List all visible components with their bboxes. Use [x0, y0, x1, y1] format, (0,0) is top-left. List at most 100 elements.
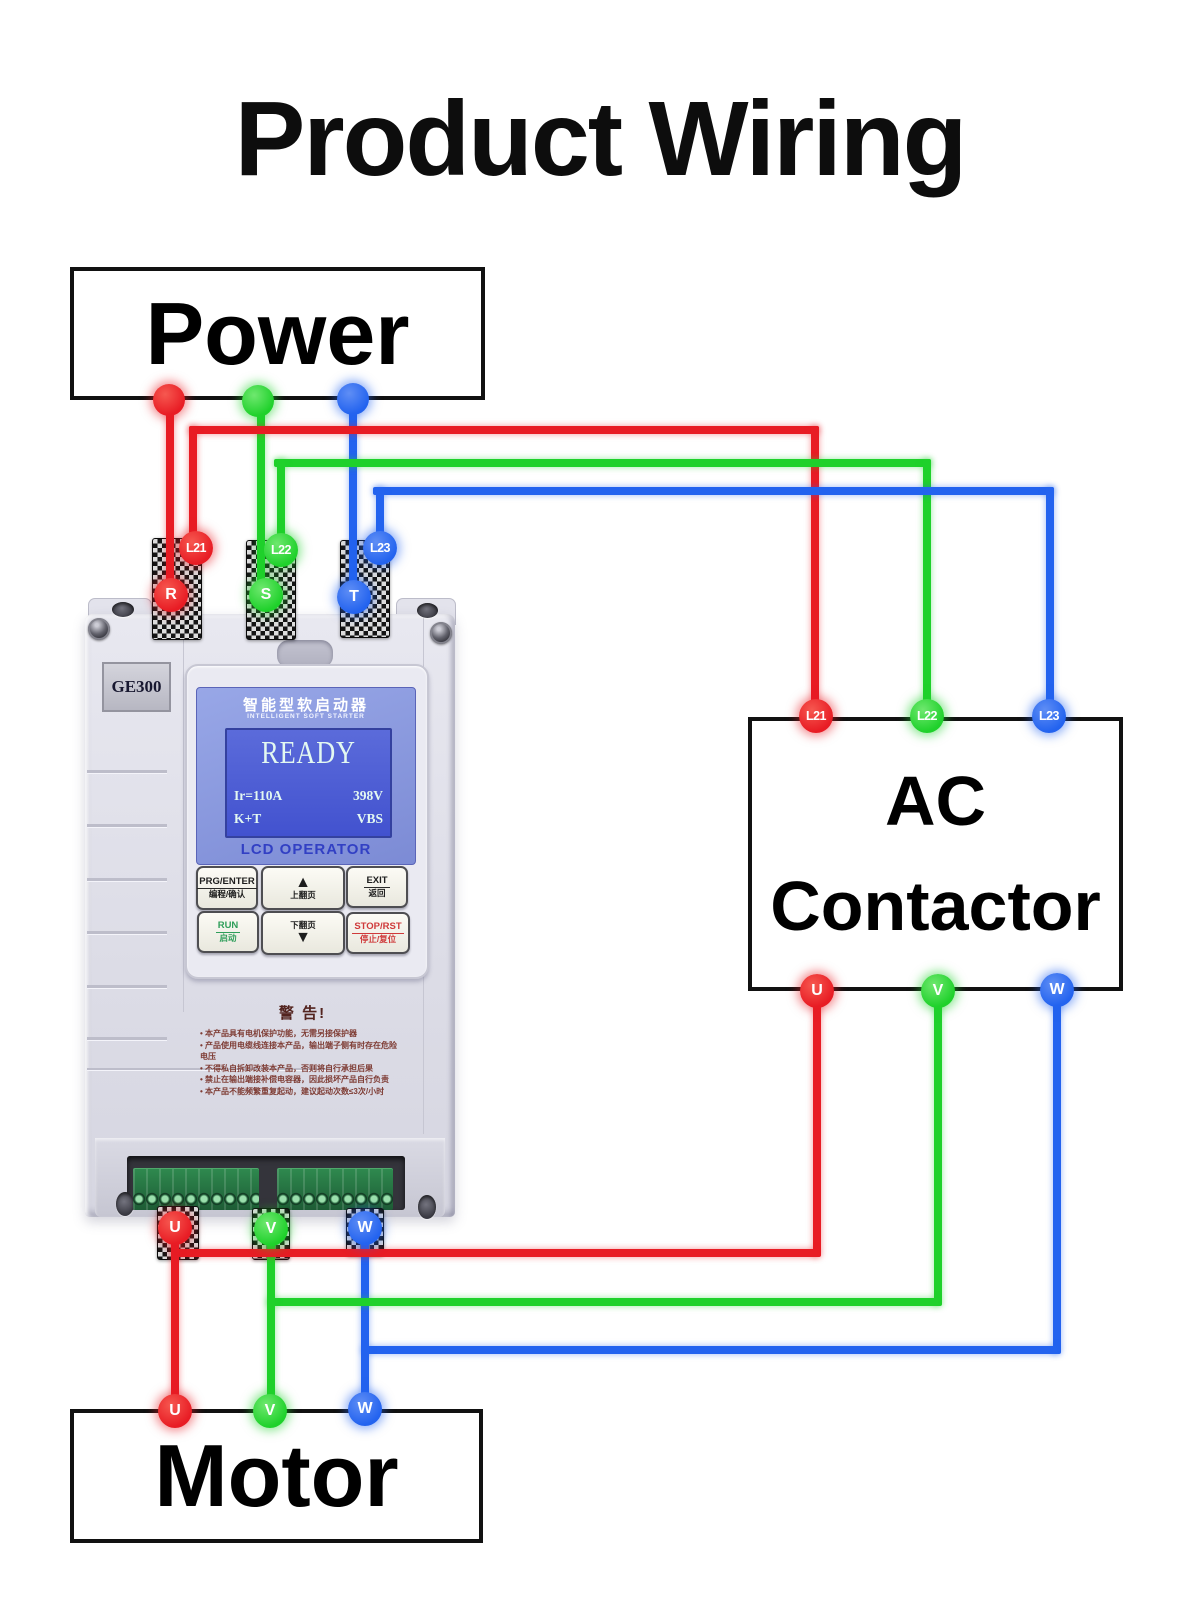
- warning-line: 禁止在输出端接补偿电容器，因此损坏产品自行负责: [200, 1074, 405, 1086]
- contactor-terminal-w: W: [1040, 973, 1074, 1007]
- stop-rst-button[interactable]: STOP/RST 停止/复位: [346, 912, 410, 954]
- warning-heading: 警 告!: [278, 1005, 327, 1022]
- terminal-strip: [277, 1168, 393, 1210]
- warning-block: 警 告! 本产品具有电机保护功能，无需另接保护器 产品使用电缆线连接本产品，输出…: [200, 1002, 405, 1098]
- lcd-status: READY: [261, 734, 356, 770]
- contactor-terminal-l21: L21: [799, 699, 833, 733]
- lcd-title-cn: 智能型软启动器: [242, 697, 369, 714]
- wire-label-l21: L21: [179, 531, 213, 565]
- heatsink-groove: [87, 931, 167, 934]
- starter-terminal-s: S: [249, 578, 283, 612]
- contactor-label-line2: Contactor: [770, 867, 1101, 945]
- contactor-label-line1: AC: [884, 762, 987, 840]
- model-plate: GE300: [102, 662, 171, 712]
- starter-terminal-u: U: [158, 1211, 192, 1245]
- wire-starter-w-to-motor: [361, 1228, 369, 1413]
- wire-contactor-w-down: [1053, 990, 1061, 1354]
- mounting-hole: [417, 603, 438, 618]
- up-button[interactable]: ▲ 上翻页: [261, 866, 345, 910]
- panel-seam: [183, 618, 184, 1012]
- key-label-cn: 返回: [368, 887, 386, 898]
- wire-starter-u-to-motor: [171, 1228, 179, 1415]
- wire-l22-horizontal: [274, 459, 931, 467]
- prg-enter-button[interactable]: PRG/ENTER 编程/确认: [196, 866, 258, 910]
- mounting-hole: [418, 1195, 436, 1219]
- wire-power-to-t: [349, 399, 357, 601]
- motor-terminal-w: W: [348, 1392, 382, 1426]
- motor-terminal-v: V: [253, 1394, 287, 1428]
- wire-contactor-v-down: [934, 991, 942, 1306]
- lcd-operator-label: LCD OPERATOR: [240, 841, 372, 858]
- wire-v-horizontal: [267, 1298, 938, 1306]
- wire-power-to-r: [166, 398, 174, 599]
- motor-box: Motor: [70, 1409, 483, 1543]
- power-terminal-l1: [153, 384, 185, 416]
- key-label-cn: 启动: [219, 932, 237, 943]
- lcd-screen: READY Ir=110A 398V K+T VBS: [225, 728, 392, 838]
- wire-label-l23: L23: [363, 531, 397, 565]
- contactor-terminal-l22: L22: [910, 699, 944, 733]
- lcd-mode-right: VBS: [356, 811, 383, 826]
- wire-l22-drop-starter: [277, 459, 285, 554]
- wire-l23-drop-contactor: [1046, 487, 1054, 720]
- up-arrow-icon: ▲: [295, 873, 311, 891]
- key-label: STOP/RST: [352, 920, 404, 934]
- wire-power-to-s: [257, 399, 265, 599]
- wire-l23-drop-starter: [376, 487, 384, 552]
- terminal-strip: [133, 1168, 259, 1210]
- wire-l21-horizontal: [189, 426, 819, 434]
- contactor-terminal-l23: L23: [1032, 699, 1066, 733]
- warning-line: 本产品不能频繁重复起动，建议起动次数≤3次/小时: [200, 1086, 405, 1098]
- screw-icon: [430, 622, 452, 644]
- motor-label: Motor: [154, 1426, 399, 1525]
- wire-l23-horizontal: [373, 487, 1054, 495]
- mounting-hole: [112, 602, 134, 617]
- mounting-hole: [116, 1192, 134, 1216]
- starter-terminal-v: V: [254, 1212, 288, 1246]
- wire-u-horizontal: [171, 1249, 817, 1257]
- starter-terminal-t: T: [337, 580, 371, 614]
- warning-line: 本产品具有电机保护功能，无需另接保护器: [200, 1028, 405, 1040]
- lcd-voltage: 398V: [353, 788, 383, 803]
- key-label: EXIT: [364, 874, 390, 888]
- heatsink-groove: [87, 1037, 167, 1040]
- wire-starter-v-to-motor: [267, 1229, 275, 1415]
- key-label-cn: 下翻页: [290, 919, 316, 930]
- warning-line: 不得私自拆卸改装本产品，否则将自行承担后果: [200, 1063, 405, 1075]
- exit-button[interactable]: EXIT 返回: [346, 866, 408, 908]
- handle-notch: [277, 640, 333, 668]
- down-arrow-icon: ▼: [295, 928, 311, 946]
- ac-contactor-box: AC Contactor: [748, 717, 1123, 991]
- wire-l21-drop-contactor: [811, 426, 819, 720]
- wire-contactor-u-down: [813, 991, 821, 1257]
- key-label: RUN: [215, 919, 241, 933]
- heatsink-groove: [87, 878, 167, 881]
- power-box: Power: [70, 267, 485, 400]
- power-terminal-l2: [242, 385, 274, 417]
- contactor-terminal-v: V: [921, 974, 955, 1008]
- key-label-cn: 上翻页: [290, 890, 316, 901]
- page-title: Product Wiring: [234, 80, 968, 198]
- power-terminal-l3: [337, 383, 369, 415]
- down-button[interactable]: 下翻页 ▼: [261, 911, 345, 955]
- screw-icon: [88, 618, 110, 640]
- key-label-cn: 编程/确认: [208, 888, 246, 899]
- lcd-mode-left: K+T: [234, 811, 262, 826]
- key-label: PRG/ENTER: [197, 875, 257, 889]
- run-button[interactable]: RUN 启动: [197, 911, 259, 953]
- contactor-terminal-u: U: [800, 974, 834, 1008]
- key-label-cn: 停止/复位: [359, 933, 397, 944]
- wire-l22-drop-contactor: [923, 459, 931, 720]
- wire-label-l22: L22: [264, 533, 298, 567]
- wire-w-horizontal: [362, 1346, 1057, 1354]
- warning-line: 产品使用电缆线连接本产品，输出端子侧有时存在危险电压: [200, 1040, 405, 1063]
- heatsink-groove: [87, 824, 167, 827]
- lcd-panel: 智能型软启动器 INTELLIGENT SOFT STARTER READY I…: [196, 687, 416, 865]
- wire-l21-drop-starter: [189, 426, 197, 552]
- lcd-subtitle: INTELLIGENT SOFT STARTER: [247, 713, 365, 720]
- starter-terminal-w: W: [348, 1211, 382, 1245]
- heatsink-groove: [87, 770, 167, 773]
- motor-terminal-u: U: [158, 1394, 192, 1428]
- starter-terminal-r: R: [154, 578, 188, 612]
